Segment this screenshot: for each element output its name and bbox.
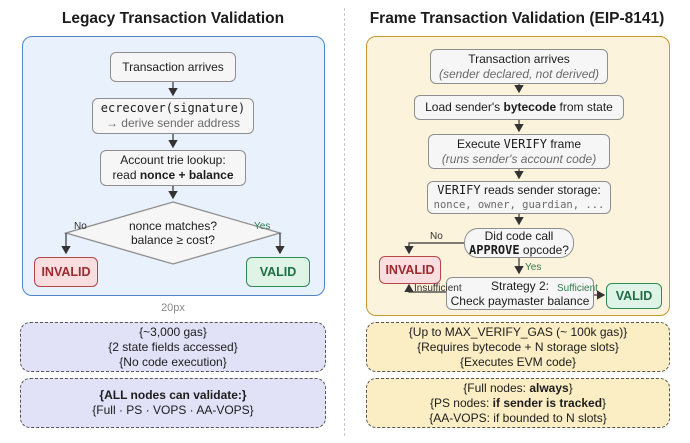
ecrecover-subtext: → derive sender address: [105, 116, 241, 130]
frame-edge-no: No: [430, 231, 443, 242]
legacy-outcome-invalid: INVALID: [34, 257, 98, 287]
legacy-nodes-summary: {ALL nodes can validate:} {Full · PS · V…: [20, 378, 326, 428]
ecrecover-code: ecrecover(signature): [100, 101, 246, 115]
column-divider: [344, 8, 345, 436]
legacy-cost-summary: {~3,000 gas} {2 state fields accessed} {…: [20, 322, 326, 372]
frame-nodes-ps: {PS nodes: if sender is tracked}: [367, 396, 669, 411]
frame-reads-line: VERIFY reads sender storage:: [437, 183, 600, 198]
frame-edge-yes: Yes: [525, 262, 542, 273]
frame-step-approve-decision: Did code call APPROVE opcode?: [464, 228, 574, 258]
frame-decision-mono: APPROVE: [469, 243, 520, 257]
frame-load-pre: Load sender's: [425, 100, 504, 114]
legacy-step-ecrecover: ecrecover(signature) → derive sender add…: [92, 98, 254, 134]
legacy-cost-gas: {~3,000 gas}: [139, 324, 207, 339]
frame-exec-post: frame: [547, 136, 582, 151]
arrow-frame-decision-invalid: [404, 242, 464, 255]
legacy-cost-exec: {No code execution}: [119, 354, 227, 369]
frame-reads-post: reads sender storage:: [480, 182, 601, 197]
decision-line1: nonce matches?: [128, 219, 218, 233]
frame-load-bold: bytecode: [503, 100, 557, 114]
legacy-invalid-label: INVALID: [41, 264, 91, 279]
trie-line2: read nonce + balance: [112, 168, 233, 183]
frame-full-pre: {Full nodes:: [463, 380, 530, 395]
legacy-edge-no: No: [74, 221, 87, 232]
spacer-label: 20px: [161, 302, 185, 314]
legacy-decision-diamond: [63, 201, 283, 265]
legacy-outcome-valid: VALID: [246, 257, 310, 287]
frame-invalid-label: INVALID: [385, 262, 435, 277]
legacy-step-trie-lookup: Account trie lookup: read nonce + balanc…: [100, 150, 246, 186]
frame-edge-sufficient: Sufficient: [557, 283, 598, 294]
frame-exec-line: Execute VERIFY frame: [457, 137, 581, 152]
frame-strategy-line1: Strategy 2:: [490, 278, 550, 293]
frame-ps-post: }: [602, 395, 607, 410]
frame-arrives-text: Transaction arrives: [468, 51, 570, 66]
frame-ps-bold: if sender is tracked: [492, 395, 603, 410]
frame-step-strategy2: Strategy 2: Check paymaster balance: [446, 277, 594, 310]
frame-reads-mono: VERIFY: [437, 182, 481, 197]
frame-decision-post: opcode?: [519, 243, 569, 257]
legacy-step-arrives-text: Transaction arrives: [122, 59, 224, 74]
legacy-nodes-line1-text: {ALL nodes can validate:}: [99, 388, 247, 402]
decision-line2: balance ≥ cost?: [131, 233, 215, 247]
frame-exec-mono: VERIFY: [503, 136, 548, 151]
frame-ps-pre: {PS nodes:: [429, 395, 493, 410]
frame-step-arrives: Transaction arrives (sender declared, no…: [430, 49, 608, 84]
arrow-strategy-invalid: [404, 283, 446, 293]
frame-cost-gas: {Up to MAX_VERIFY_GAS (~ 100k gas)}: [408, 324, 628, 339]
frame-nodes-full: {Full nodes: always}: [367, 381, 669, 396]
legacy-valid-label: VALID: [259, 264, 297, 279]
frame-nodes-summary: {Full nodes: always} {PS nodes: if sende…: [366, 378, 670, 428]
frame-outcome-invalid: INVALID: [379, 256, 441, 284]
frame-exec-pre: Execute: [456, 136, 504, 151]
frame-nodes-aa: {AA-VOPS: if bounded to N slots}: [429, 410, 607, 425]
frame-title: Frame Transaction Validation (EIP-8141): [369, 10, 665, 27]
legacy-title: Legacy Transaction Validation: [61, 10, 285, 27]
frame-step-verify-reads: VERIFY reads sender storage: nonce, owne…: [427, 181, 611, 214]
frame-load-line: Load sender's bytecode from state: [425, 100, 613, 115]
legacy-nodes-line2: {Full · PS · VOPS · AA-VOPS}: [92, 403, 254, 417]
frame-arrives-subtext: (sender declared, not derived): [438, 66, 600, 81]
frame-strategy-line2: Check paymaster balance: [450, 293, 590, 308]
trie-line1: Account trie lookup:: [120, 153, 226, 167]
trie-read-text: read: [112, 168, 140, 182]
legacy-nodes-line1: {ALL nodes can validate:}: [21, 388, 325, 403]
trie-bold-text: nonce + balance: [139, 168, 234, 182]
frame-full-post: }: [568, 380, 573, 395]
frame-full-bold: always: [529, 380, 569, 395]
frame-edge-insufficient: Insufficient: [414, 283, 462, 294]
legacy-step-arrives: Transaction arrives: [110, 52, 236, 82]
frame-reads-subtext: nonce, owner, guardian, ...: [433, 198, 605, 211]
frame-load-post: from state: [556, 100, 613, 114]
legacy-cost-fields: {2 state fields accessed}: [108, 339, 238, 354]
frame-valid-label: VALID: [615, 288, 653, 303]
frame-exec-subtext: (runs sender's account code): [441, 151, 597, 166]
frame-decision-line2: APPROVE opcode?: [469, 243, 569, 257]
frame-step-load-bytecode: Load sender's bytecode from state: [414, 95, 624, 120]
frame-cost-exec: {Executes EVM code}: [459, 354, 577, 369]
frame-outcome-valid: VALID: [606, 283, 662, 309]
legacy-decision-text: nonce matches? balance ≥ cost?: [113, 219, 233, 247]
frame-cost-storage: {Requires bytecode + N storage slots}: [417, 339, 619, 354]
frame-cost-summary: {Up to MAX_VERIFY_GAS (~ 100k gas)} {Req…: [366, 322, 670, 372]
frame-decision-line1: Did code call: [484, 229, 554, 243]
legacy-edge-yes: Yes: [254, 221, 271, 232]
frame-step-execute-verify: Execute VERIFY frame (runs sender's acco…: [428, 134, 610, 169]
